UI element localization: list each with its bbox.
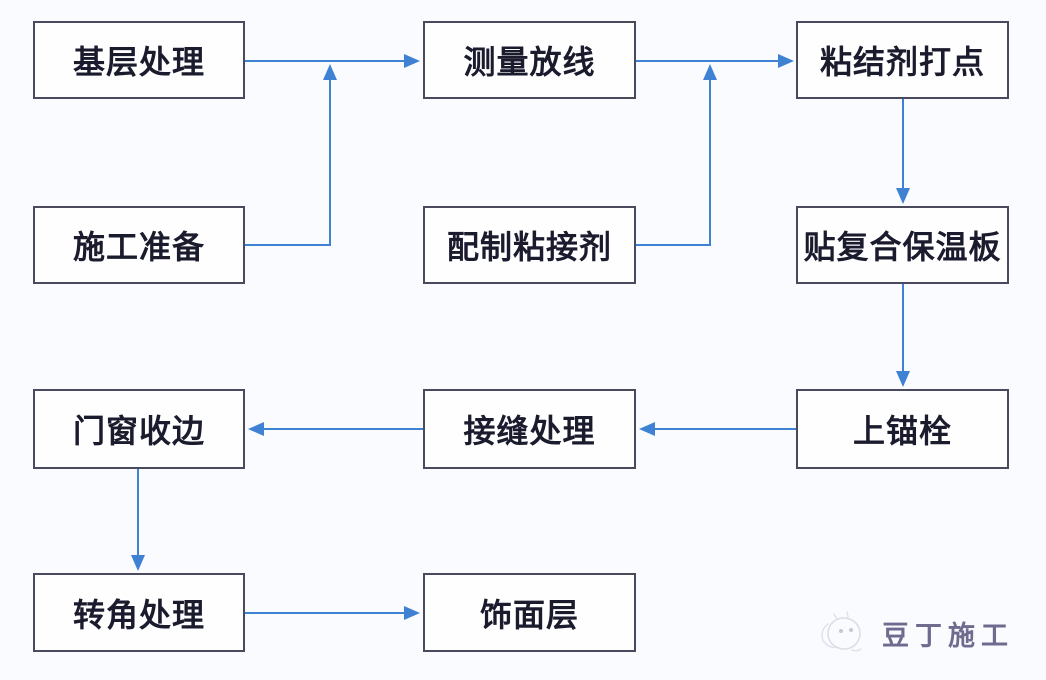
flow-node-adhesive-dotting: 粘结剂打点 bbox=[796, 21, 1009, 99]
flow-node-install-anchor-bolt: 上锚栓 bbox=[796, 389, 1009, 469]
flow-node-label: 基层处理 bbox=[72, 44, 205, 80]
flow-node-label: 测量放线 bbox=[463, 44, 596, 80]
flow-node-measure-and-set-lines: 测量放线 bbox=[423, 21, 636, 99]
flow-node-construction-preparation: 施工准备 bbox=[33, 206, 245, 284]
flow-node-joint-treatment: 接缝处理 bbox=[423, 389, 636, 469]
flow-node-label: 门窗收边 bbox=[72, 413, 205, 449]
flow-node-label: 配制粘接剂 bbox=[446, 229, 612, 265]
flow-node-label: 接缝处理 bbox=[463, 413, 596, 449]
flow-node-corner-treatment: 转角处理 bbox=[33, 573, 245, 652]
watermark-text: 豆丁施工 bbox=[882, 620, 1014, 651]
flow-node-label: 饰面层 bbox=[479, 596, 579, 633]
flow-node-paste-composite-insulation-board: 贴复合保温板 bbox=[796, 206, 1009, 284]
flow-node-label: 上锚栓 bbox=[852, 413, 952, 449]
docin-mascot-icon bbox=[821, 611, 862, 652]
watermark: 豆丁施工 bbox=[818, 610, 1014, 656]
flow-node-prepare-adhesive: 配制粘接剂 bbox=[423, 206, 636, 284]
flow-node-label: 粘结剂打点 bbox=[819, 44, 985, 80]
flow-arrow-prepare-adhesive-to-adhesive-dotting bbox=[636, 64, 717, 246]
flow-node-label: 施工准备 bbox=[72, 229, 205, 265]
flow-node-label: 转角处理 bbox=[72, 596, 205, 633]
flow-node-door-window-edging: 门窗收边 bbox=[33, 389, 245, 469]
flow-node-base-surface-treatment: 基层处理 bbox=[33, 21, 245, 99]
flow-node-finish-coat: 饰面层 bbox=[423, 573, 636, 652]
flow-arrow-construction-preparation-to-measure-and-set-lines bbox=[245, 64, 337, 246]
flow-node-label: 贴复合保温板 bbox=[803, 229, 1002, 265]
